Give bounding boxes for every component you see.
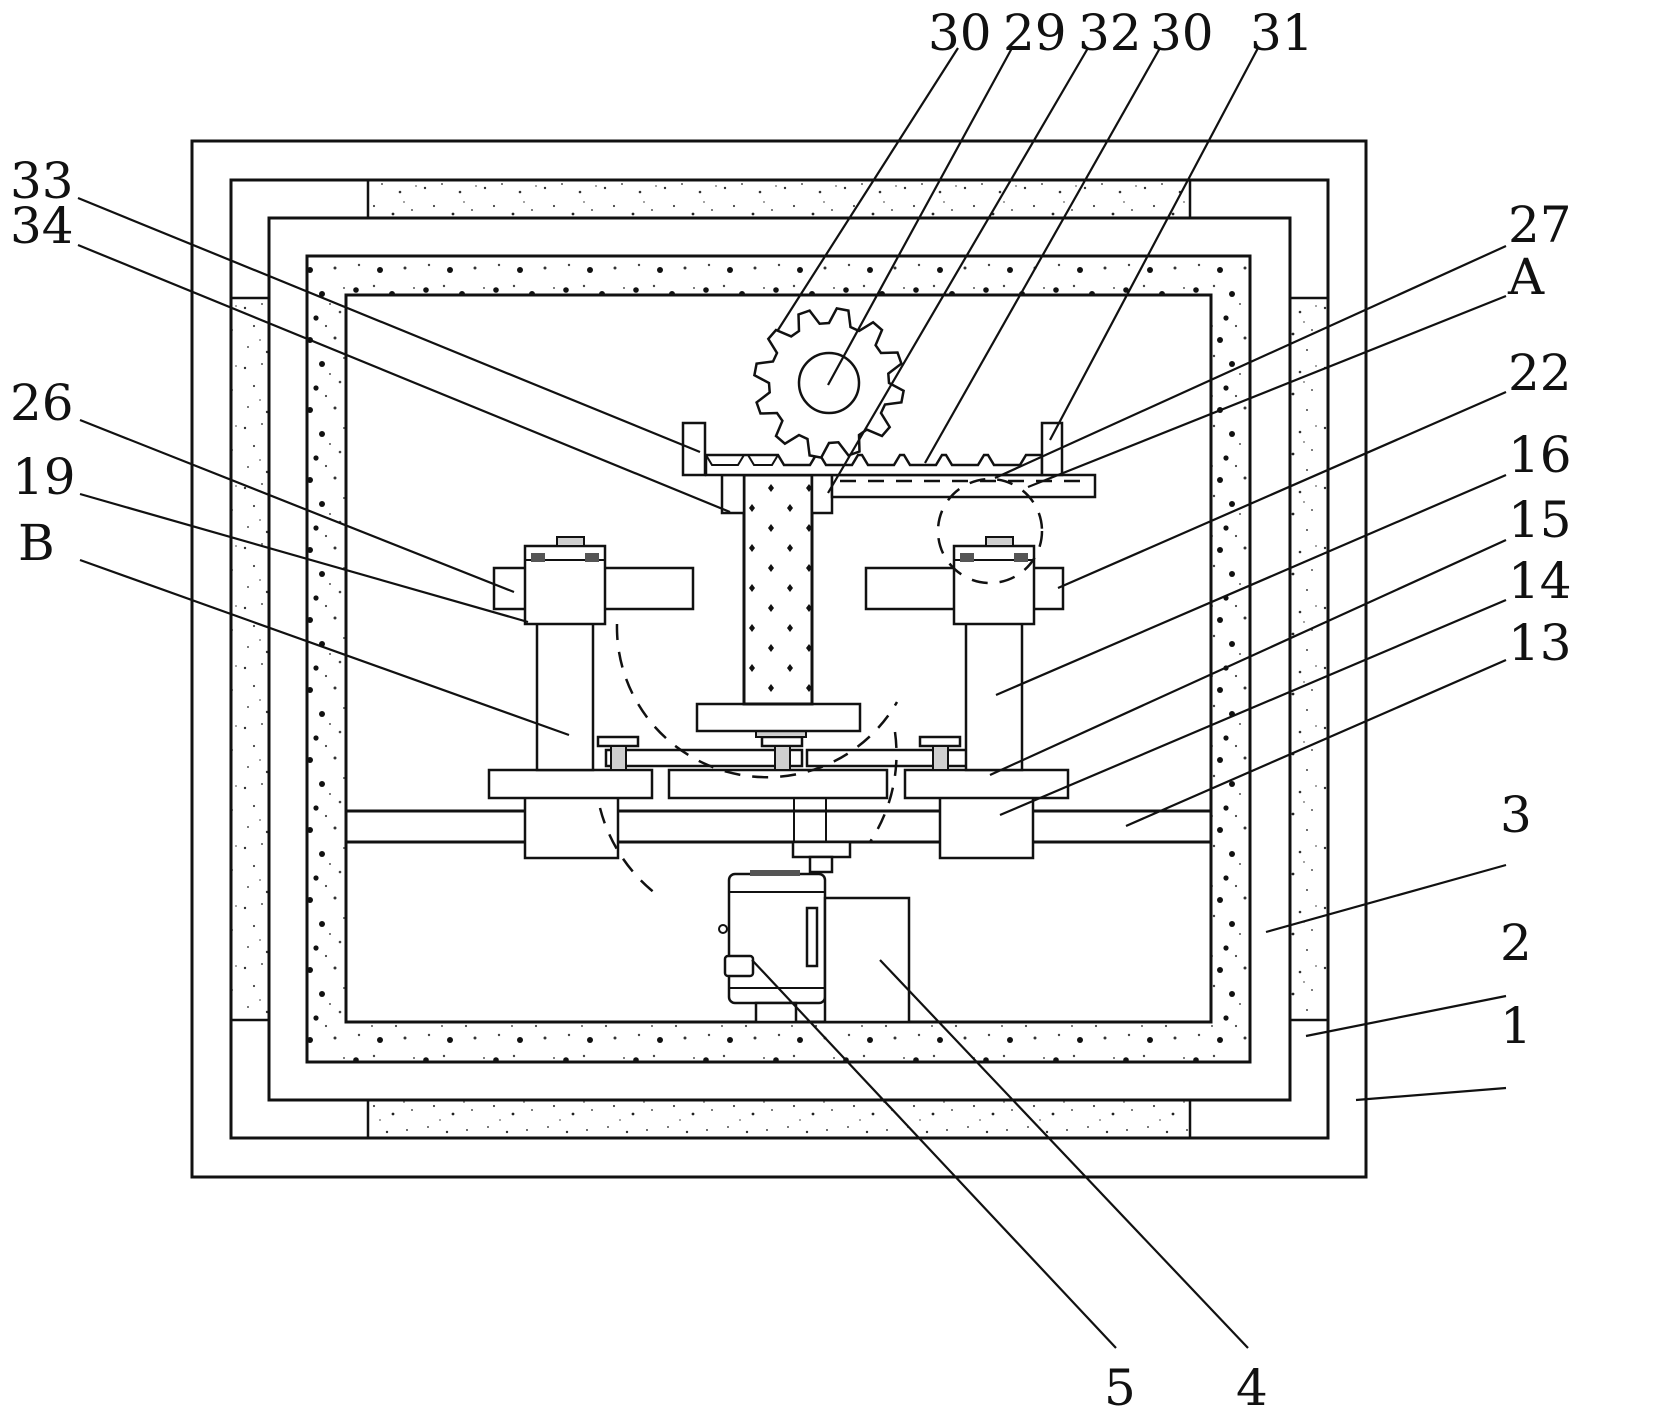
label-1: 1 <box>1500 997 1532 1055</box>
detail-circle-B <box>598 623 899 899</box>
guide-left-34 <box>720 473 746 515</box>
clamp-head-right-19 <box>952 536 1036 626</box>
slider-left-14 <box>523 795 620 860</box>
label-16: 16 <box>1508 426 1572 484</box>
label-19: 19 <box>12 448 76 506</box>
label-26: 26 <box>10 374 74 432</box>
support-plate-27 <box>830 473 1097 499</box>
label-31: 31 <box>1250 4 1314 62</box>
label-22: 22 <box>1508 344 1572 402</box>
label-14: 14 <box>1508 552 1572 610</box>
label-30-top-right: 30 <box>1150 4 1214 62</box>
label-15: 15 <box>1508 491 1572 549</box>
label-A: A <box>1507 248 1545 306</box>
label-4: 4 <box>1236 1359 1268 1416</box>
base-plates-15 <box>487 768 1070 800</box>
label-B: B <box>18 514 55 572</box>
label-30-top-left: 30 <box>928 4 992 62</box>
central-shaft <box>791 798 852 874</box>
label-29: 29 <box>1003 4 1067 62</box>
detail-circle-A <box>936 477 1044 585</box>
label-3: 3 <box>1500 786 1532 844</box>
column-left-16 <box>535 620 595 772</box>
stop-right-31 <box>1040 421 1064 477</box>
label-5: 5 <box>1104 1359 1136 1416</box>
control-box-4 <box>823 896 911 1024</box>
label-13: 13 <box>1508 614 1572 672</box>
label-33: 33 <box>10 152 74 210</box>
leader-lines <box>77 47 1507 1349</box>
label-32: 32 <box>1078 4 1142 62</box>
label-2: 2 <box>1500 914 1532 972</box>
reference-labels: 30 29 32 30 31 33 34 26 19 B 27 A 22 16 … <box>10 4 1572 1416</box>
guide-right-32 <box>810 473 834 515</box>
belt-drive <box>596 730 977 771</box>
horizontal-rail-13 <box>346 809 1211 844</box>
rack-30 <box>704 453 1044 477</box>
clamp-head-left-19 <box>523 536 607 626</box>
label-27: 27 <box>1508 196 1572 254</box>
central-column <box>742 473 814 706</box>
column-right-16 <box>964 620 1024 772</box>
rotating-platform <box>695 702 862 733</box>
label-34: 34 <box>10 197 74 255</box>
motor-5 <box>718 870 827 1024</box>
middle-box-3 <box>267 216 1292 1102</box>
